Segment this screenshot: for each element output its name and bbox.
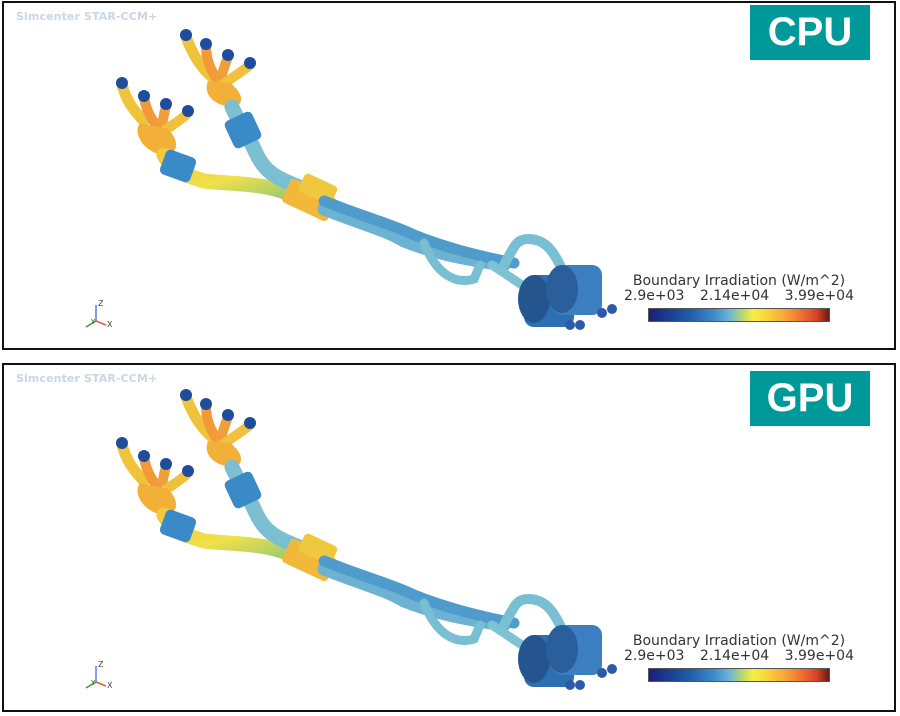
y-axis-label: Y — [90, 679, 96, 687]
cpu-viewport-panel[interactable]: Simcenter STAR-CCM+ CPU — [2, 1, 896, 350]
right-manifold — [180, 389, 256, 467]
legend-title: Boundary Irradiation (W/m^2) — [632, 273, 846, 289]
orientation-triad: Z Y X — [78, 656, 128, 696]
downpipes — [156, 99, 338, 222]
legend-mid: 2.14e+04 — [699, 288, 770, 304]
legend-min: 2.9e+03 — [624, 648, 685, 664]
color-legend: Boundary Irradiation (W/m^2) 2.9e+03 2.1… — [624, 633, 854, 682]
downpipes — [156, 459, 338, 582]
x-axis-icon — [95, 681, 107, 687]
mid-pipes — [317, 195, 565, 298]
mid-pipes — [317, 555, 565, 658]
gpu-badge: GPU — [750, 371, 870, 426]
mufflers — [518, 265, 617, 330]
legend-min: 2.9e+03 — [624, 288, 685, 304]
legend-title: Boundary Irradiation (W/m^2) — [632, 633, 846, 649]
legend-ticks: 2.9e+03 2.14e+04 3.99e+04 — [624, 648, 854, 664]
z-axis-label: Z — [98, 660, 104, 669]
z-axis-label: Z — [98, 299, 104, 308]
color-legend: Boundary Irradiation (W/m^2) 2.9e+03 2.1… — [624, 273, 854, 322]
orientation-triad: Z Y X — [78, 295, 128, 335]
legend-max: 3.99e+04 — [784, 648, 854, 664]
app-title-watermark: Simcenter STAR-CCM+ — [16, 372, 158, 385]
x-axis-label: X — [107, 320, 113, 329]
exhaust-system-render[interactable] — [4, 365, 896, 712]
legend-mid: 2.14e+04 — [699, 648, 770, 664]
app-title-watermark: Simcenter STAR-CCM+ — [16, 10, 158, 23]
y-axis-label: Y — [90, 318, 96, 326]
cpu-badge: CPU — [750, 5, 870, 60]
right-manifold — [180, 29, 256, 107]
gpu-viewport-panel[interactable]: Simcenter STAR-CCM+ GPU — [2, 363, 896, 712]
y-axis-icon — [85, 681, 97, 689]
y-axis-icon — [85, 320, 97, 328]
legend-ticks: 2.9e+03 2.14e+04 3.99e+04 — [624, 288, 854, 304]
colormap-bar — [648, 308, 830, 322]
left-manifold — [116, 77, 194, 155]
legend-max: 3.99e+04 — [784, 288, 854, 304]
x-axis-label: X — [107, 681, 113, 690]
left-manifold — [116, 437, 194, 515]
colormap-bar — [648, 668, 830, 682]
x-axis-icon — [95, 320, 107, 326]
exhaust-system-render[interactable] — [4, 3, 896, 350]
mufflers — [518, 625, 617, 690]
